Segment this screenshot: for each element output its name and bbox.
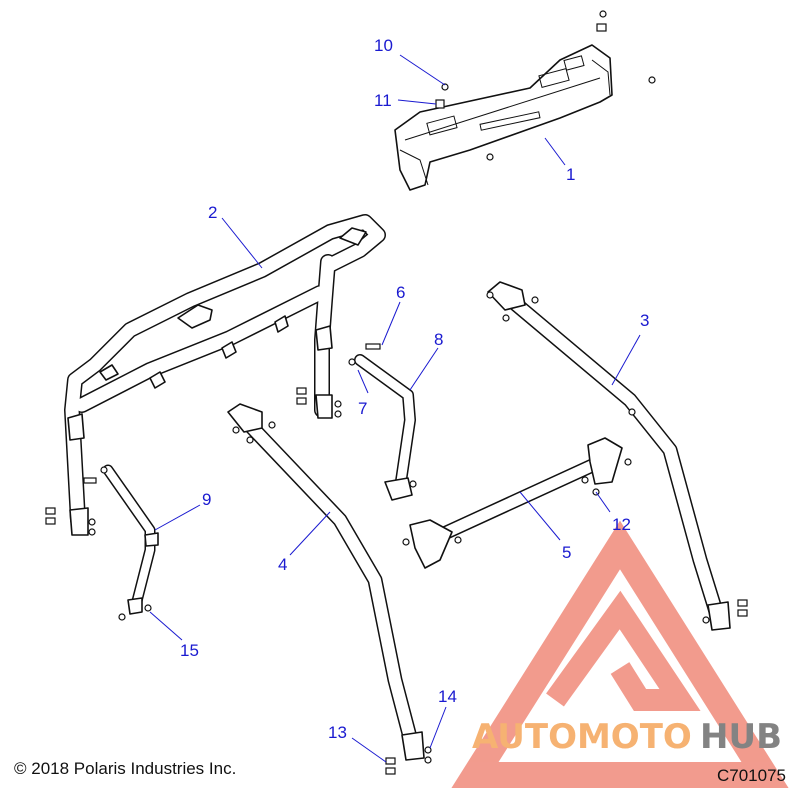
copyright-text: © 2018 Polaris Industries Inc. xyxy=(14,759,237,778)
callout-3: 3 xyxy=(640,311,649,330)
callout-12: 12 xyxy=(612,515,631,534)
callout-7: 7 xyxy=(358,399,367,418)
part-15-hardware xyxy=(118,604,152,621)
part-13-bolt xyxy=(385,757,396,775)
callout-8: 8 xyxy=(434,330,443,349)
callout-9: 9 xyxy=(202,490,211,509)
part-2-roll-cage-frame xyxy=(45,214,386,536)
part-7-nut xyxy=(348,358,356,366)
callout-1: 1 xyxy=(566,165,575,184)
watermark-text-hub: HUB xyxy=(700,717,782,757)
callout-2: 2 xyxy=(208,203,217,222)
callout-13: 13 xyxy=(328,723,347,742)
callout-10: 10 xyxy=(374,36,393,55)
part-4-front-brace xyxy=(227,403,425,761)
part-11-nut xyxy=(435,99,445,109)
callout-5: 5 xyxy=(562,543,571,562)
callout-14: 14 xyxy=(438,687,457,706)
part-8-strut xyxy=(354,354,417,501)
callout-6: 6 xyxy=(396,283,405,302)
drawing-id: C701075 xyxy=(716,766,786,785)
callout-4: 4 xyxy=(278,555,287,574)
callout-11: 11 xyxy=(374,91,392,110)
part-14-nut xyxy=(424,746,432,764)
part-6-bolt xyxy=(365,343,381,350)
callout-15: 15 xyxy=(180,641,199,660)
part-5-crossbar xyxy=(402,437,632,569)
part-3-rear-brace xyxy=(486,281,748,631)
watermark-logo: AUTOMOTO HUB xyxy=(451,520,789,788)
callout-leaders xyxy=(149,54,641,763)
part-9-strut xyxy=(83,464,159,615)
part-1-rear-panel xyxy=(394,10,656,191)
watermark-text-automoto: AUTOMOTO xyxy=(472,717,692,757)
part-10-screw xyxy=(441,83,449,91)
